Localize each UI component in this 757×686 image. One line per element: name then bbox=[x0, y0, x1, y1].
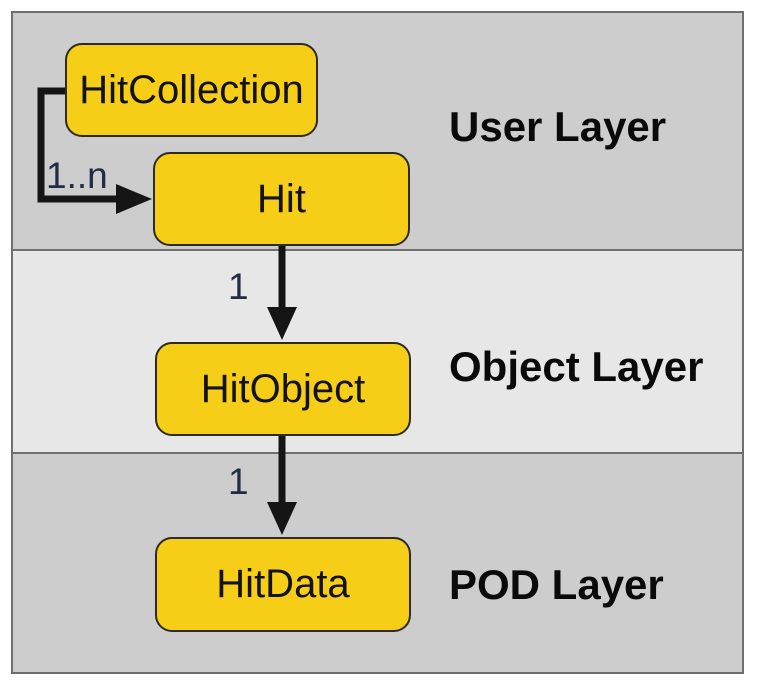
node-hitobject-label: HitObject bbox=[200, 366, 366, 411]
multiplicity-label-hit-hitobject: 1 bbox=[228, 266, 249, 307]
pod-layer-label: POD Layer bbox=[449, 561, 664, 608]
node-hitcollection-label: HitCollection bbox=[79, 67, 304, 112]
object-layer-label: Object Layer bbox=[449, 343, 704, 390]
node-hitdata: HitData bbox=[155, 537, 411, 632]
node-hitdata-label: HitData bbox=[216, 562, 350, 606]
node-hit: Hit bbox=[153, 152, 410, 246]
user-layer-label: User Layer bbox=[449, 103, 667, 150]
node-hitobject: HitObject bbox=[155, 342, 411, 436]
multiplicity-label-hitobject-hitdata: 1 bbox=[228, 461, 249, 502]
multiplicity-label-1n: 1..n bbox=[46, 155, 108, 196]
node-hit-label: Hit bbox=[257, 176, 306, 221]
node-hitcollection: HitCollection bbox=[65, 43, 318, 137]
